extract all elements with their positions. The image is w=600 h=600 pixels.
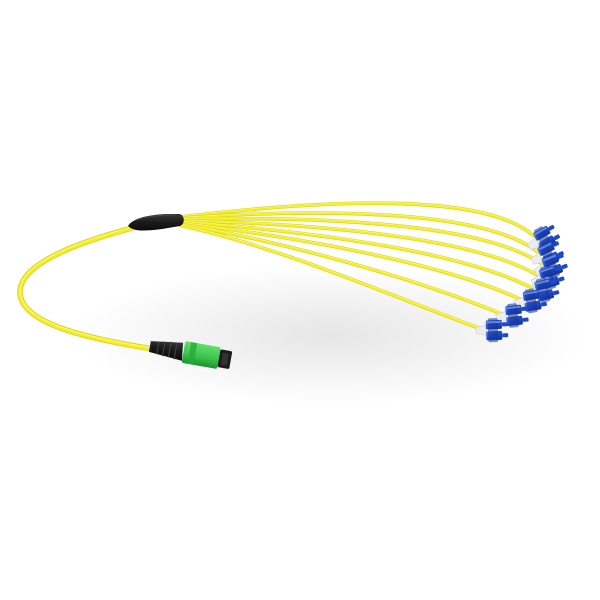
breakout-leg-highlight [179,217,543,264]
lc-ferrule-b [553,234,561,241]
breakout-leg [178,211,540,254]
breakout-leg [178,202,536,238]
breakout-leg [178,223,506,317]
lc-ferrule-b [540,301,547,307]
breakout-leg-highlight [179,220,535,289]
breakout-leg [178,219,541,278]
breakout-leg [178,217,544,266]
lc-ferrule-a [501,322,508,327]
lc-highlight [523,290,538,296]
trunk-cable [17,223,163,353]
lc-ferrule-b [552,290,560,296]
breakout-leg-highlight [179,223,505,315]
floor-shadow [70,265,590,405]
mpo-connector [148,341,233,369]
breakout-leg [178,221,524,302]
breakout-leg-highlight [179,202,535,236]
lc-duplex-connector [495,303,529,328]
breakout-leg-highlight [179,221,523,300]
lc-ferrule-a [550,279,557,285]
lc-highlight [486,320,501,324]
mpo-boot [148,341,184,361]
lc-boot [475,325,487,336]
lc-clip [524,288,538,314]
lc-highlight [542,254,557,262]
breakout-leg-highlight [179,211,539,252]
breakout-legs [178,201,544,332]
breakout-leg [178,224,486,332]
lc-connector-group [475,224,568,343]
lc-ferrule-b [558,276,565,282]
lc-highlight [535,279,550,285]
lc-clip [506,303,520,328]
lc-ferrule-b [502,333,509,338]
lc-clip [487,318,499,343]
lc-highlight [506,305,521,310]
lc-highlight [539,266,554,273]
lc-duplex-connector [513,288,547,314]
lc-ferrule-a [538,291,546,296]
breakout-leg-highlight [179,224,485,330]
fan-out-boot [128,214,184,231]
lc-ferrule-b [522,317,529,322]
breakout-leg [178,220,536,291]
lc-clip [535,277,551,303]
lc-ferrule-a [554,266,562,272]
lc-ferrule-a [552,241,560,247]
lc-ferrule-a [557,253,564,259]
lc-ferrule-b [561,263,568,270]
lc-ferrule-a [548,224,555,231]
breakout-leg-highlight [179,219,540,276]
lc-duplex-connector [475,318,509,343]
lc-highlight [538,242,552,251]
mpo-housing [181,341,233,369]
lc-ferrule-a [521,306,528,312]
lc-highlight [533,226,548,236]
